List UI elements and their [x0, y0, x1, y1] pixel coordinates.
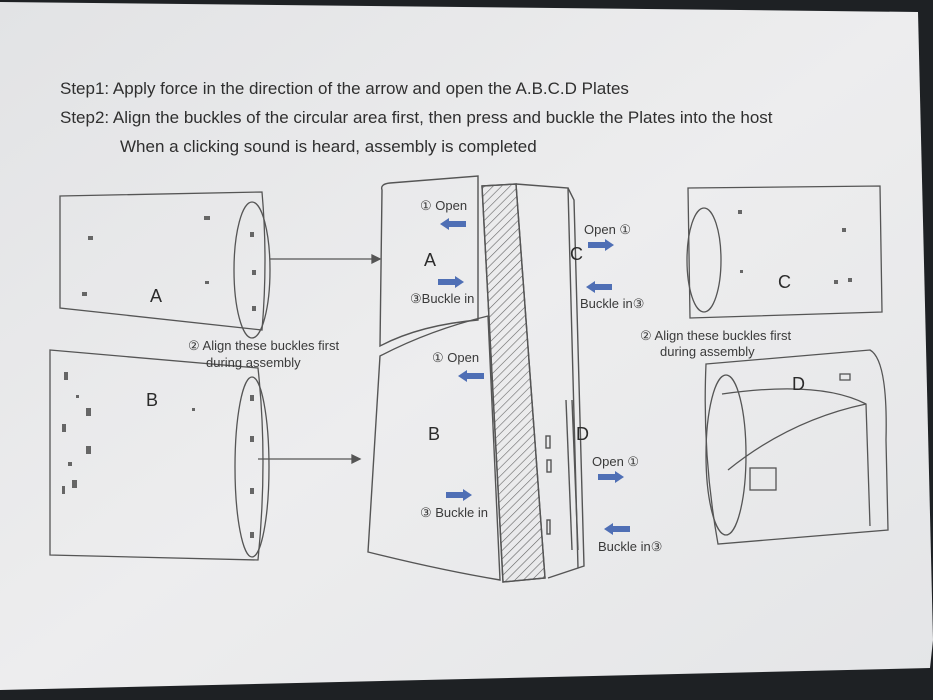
console-d-label: D — [576, 424, 589, 444]
plate-d-label: D — [792, 374, 805, 394]
step2-continuation: When a clicking sound is heard, assembly… — [120, 137, 537, 156]
align-note-left-line2: during assembly — [206, 355, 301, 370]
align-note-right-line2: during assembly — [660, 344, 755, 359]
console-b-open-label: ① Open — [432, 350, 480, 365]
plate-a-label: A — [150, 286, 163, 306]
console-d-buckle-label: Buckle in③ — [598, 539, 663, 554]
arrow-right-icon — [598, 471, 624, 483]
plate-d-buckle-area — [705, 374, 747, 536]
console-c-open-label: Open ① — [584, 222, 632, 237]
arrow-left-icon — [604, 523, 630, 535]
arrow-right-icon — [438, 276, 464, 288]
arrow-left-icon — [586, 281, 612, 293]
align-note-left-line1: ② Align these buckles first — [188, 338, 340, 353]
step1-text: Step1: Apply force in the direction of t… — [60, 79, 629, 98]
arrow-left-icon — [458, 370, 484, 382]
console-b-label: B — [428, 424, 441, 444]
plate-d-drawing — [704, 349, 889, 545]
plate-a-drawing — [59, 191, 382, 339]
console-d-open-label: Open ① — [592, 454, 640, 469]
plate-c-buckle-area — [686, 207, 722, 313]
arrow-right-icon — [446, 489, 472, 501]
plate-a-buckle-area — [233, 201, 271, 339]
arrow-left-icon — [440, 218, 466, 230]
console-a-buckle-label: ③Buckle in — [410, 291, 475, 306]
plate-b-label: B — [146, 390, 159, 410]
plate-c-drawing — [686, 185, 883, 319]
plate-c-label: C — [778, 272, 791, 292]
console-a-open-label: ① Open — [420, 198, 468, 213]
console-c-buckle-label: Buckle in③ — [580, 296, 645, 311]
align-note-right-line1: ② Align these buckles first — [640, 328, 792, 343]
console-drawing — [367, 175, 585, 583]
plate-b-drawing — [49, 349, 362, 561]
step2-text: Step2: Align the buckles of the circular… — [60, 108, 773, 127]
console-c-label: C — [570, 244, 583, 264]
console-b-buckle-label: ③ Buckle in — [420, 505, 489, 520]
console-a-label: A — [424, 250, 437, 270]
plate-b-buckle-area — [234, 376, 270, 558]
arrow-right-icon — [588, 239, 614, 251]
